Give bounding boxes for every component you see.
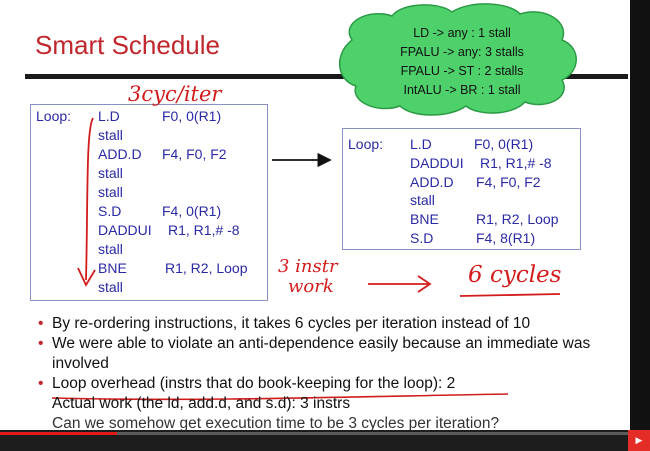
stall-rule: FPALU -> any: 3 stalls bbox=[400, 45, 524, 59]
youtube-logo-icon[interactable]: ▶ bbox=[628, 430, 650, 451]
scheduled-loop-box bbox=[342, 128, 581, 250]
ink-instr-work-2: work bbox=[288, 276, 334, 297]
instr-op: stall bbox=[98, 241, 123, 257]
ink-underline-six bbox=[459, 293, 561, 297]
stall-rule: IntALU -> BR : 1 stall bbox=[403, 83, 521, 97]
title-rule bbox=[25, 74, 628, 79]
video-progress-track[interactable] bbox=[0, 432, 650, 435]
loop-label: Loop: bbox=[36, 108, 72, 124]
instr-args: F0, 0(R1) bbox=[474, 136, 534, 152]
video-progress-fill bbox=[0, 432, 117, 435]
ink-cycles-per-iter: 3cyc/iter bbox=[128, 82, 222, 106]
instr-op: ADD.D bbox=[98, 146, 142, 162]
bullet-item: •By re-ordering instructions, it takes 6… bbox=[38, 315, 531, 332]
plain-line: Can we somehow get execution time to be … bbox=[52, 415, 500, 432]
instr-op: S.D bbox=[98, 203, 122, 219]
instr-op: BNE bbox=[410, 211, 439, 227]
instr-args: F4, F0, F2 bbox=[162, 146, 227, 162]
instr-op: L.D bbox=[410, 136, 432, 152]
original-loop-box bbox=[30, 104, 268, 301]
instr-op: stall bbox=[410, 192, 435, 208]
instr-args: R1, R1,# -8 bbox=[168, 222, 240, 238]
instr-args: F4, F0, F2 bbox=[476, 174, 541, 190]
instr-args: F4, 8(R1) bbox=[476, 230, 536, 246]
instr-op: stall bbox=[98, 165, 123, 181]
ink-down-line bbox=[85, 117, 94, 281]
instr-op: L.D bbox=[98, 108, 120, 124]
loop-label: Loop: bbox=[348, 136, 384, 152]
ink-down-head bbox=[77, 267, 96, 287]
instr-args: R1, R2, Loop bbox=[165, 260, 248, 276]
ink-underline-overhead bbox=[51, 393, 509, 401]
stall-cloud bbox=[338, 3, 577, 116]
page-title: Smart Schedule bbox=[35, 30, 220, 60]
instr-args: R1, R2, Loop bbox=[476, 211, 559, 227]
bullet-item: •Loop overhead (instrs that do book-keep… bbox=[38, 375, 456, 392]
instr-args: F0, 0(R1) bbox=[162, 108, 222, 124]
instr-op: stall bbox=[98, 127, 123, 143]
instr-op: DADDUI bbox=[98, 222, 152, 238]
bullet-item: •We were able to violate an anti-depende… bbox=[38, 335, 591, 372]
instr-args: F4, 0(R1) bbox=[162, 203, 222, 219]
ink-right-head bbox=[417, 275, 432, 293]
stall-rule: LD -> any : 1 stall bbox=[413, 26, 511, 40]
instr-op: DADDUI bbox=[410, 155, 464, 171]
instr-args: R1, R1,# -8 bbox=[480, 155, 552, 171]
ink-six-cycles: 6 cycles bbox=[468, 262, 562, 288]
video-side-strip bbox=[630, 0, 650, 430]
plain-line: Actual work (the ld, add.d, and s.d): 3 … bbox=[52, 395, 351, 412]
instr-op: stall bbox=[98, 279, 123, 295]
bullet-list: •By re-ordering instructions, it takes 6… bbox=[38, 314, 618, 434]
stall-rule: FPALU -> ST : 2 stalls bbox=[400, 64, 524, 78]
instr-op: ADD.D bbox=[410, 174, 454, 190]
instr-op: stall bbox=[98, 184, 123, 200]
instr-op: S.D bbox=[410, 230, 434, 246]
ink-instr-work-1: 3 instr bbox=[278, 256, 338, 277]
stall-table: LD -> any : 1 stall FPALU -> any: 3 stal… bbox=[372, 24, 552, 100]
video-player-bar bbox=[0, 430, 650, 451]
instr-op: BNE bbox=[98, 260, 127, 276]
